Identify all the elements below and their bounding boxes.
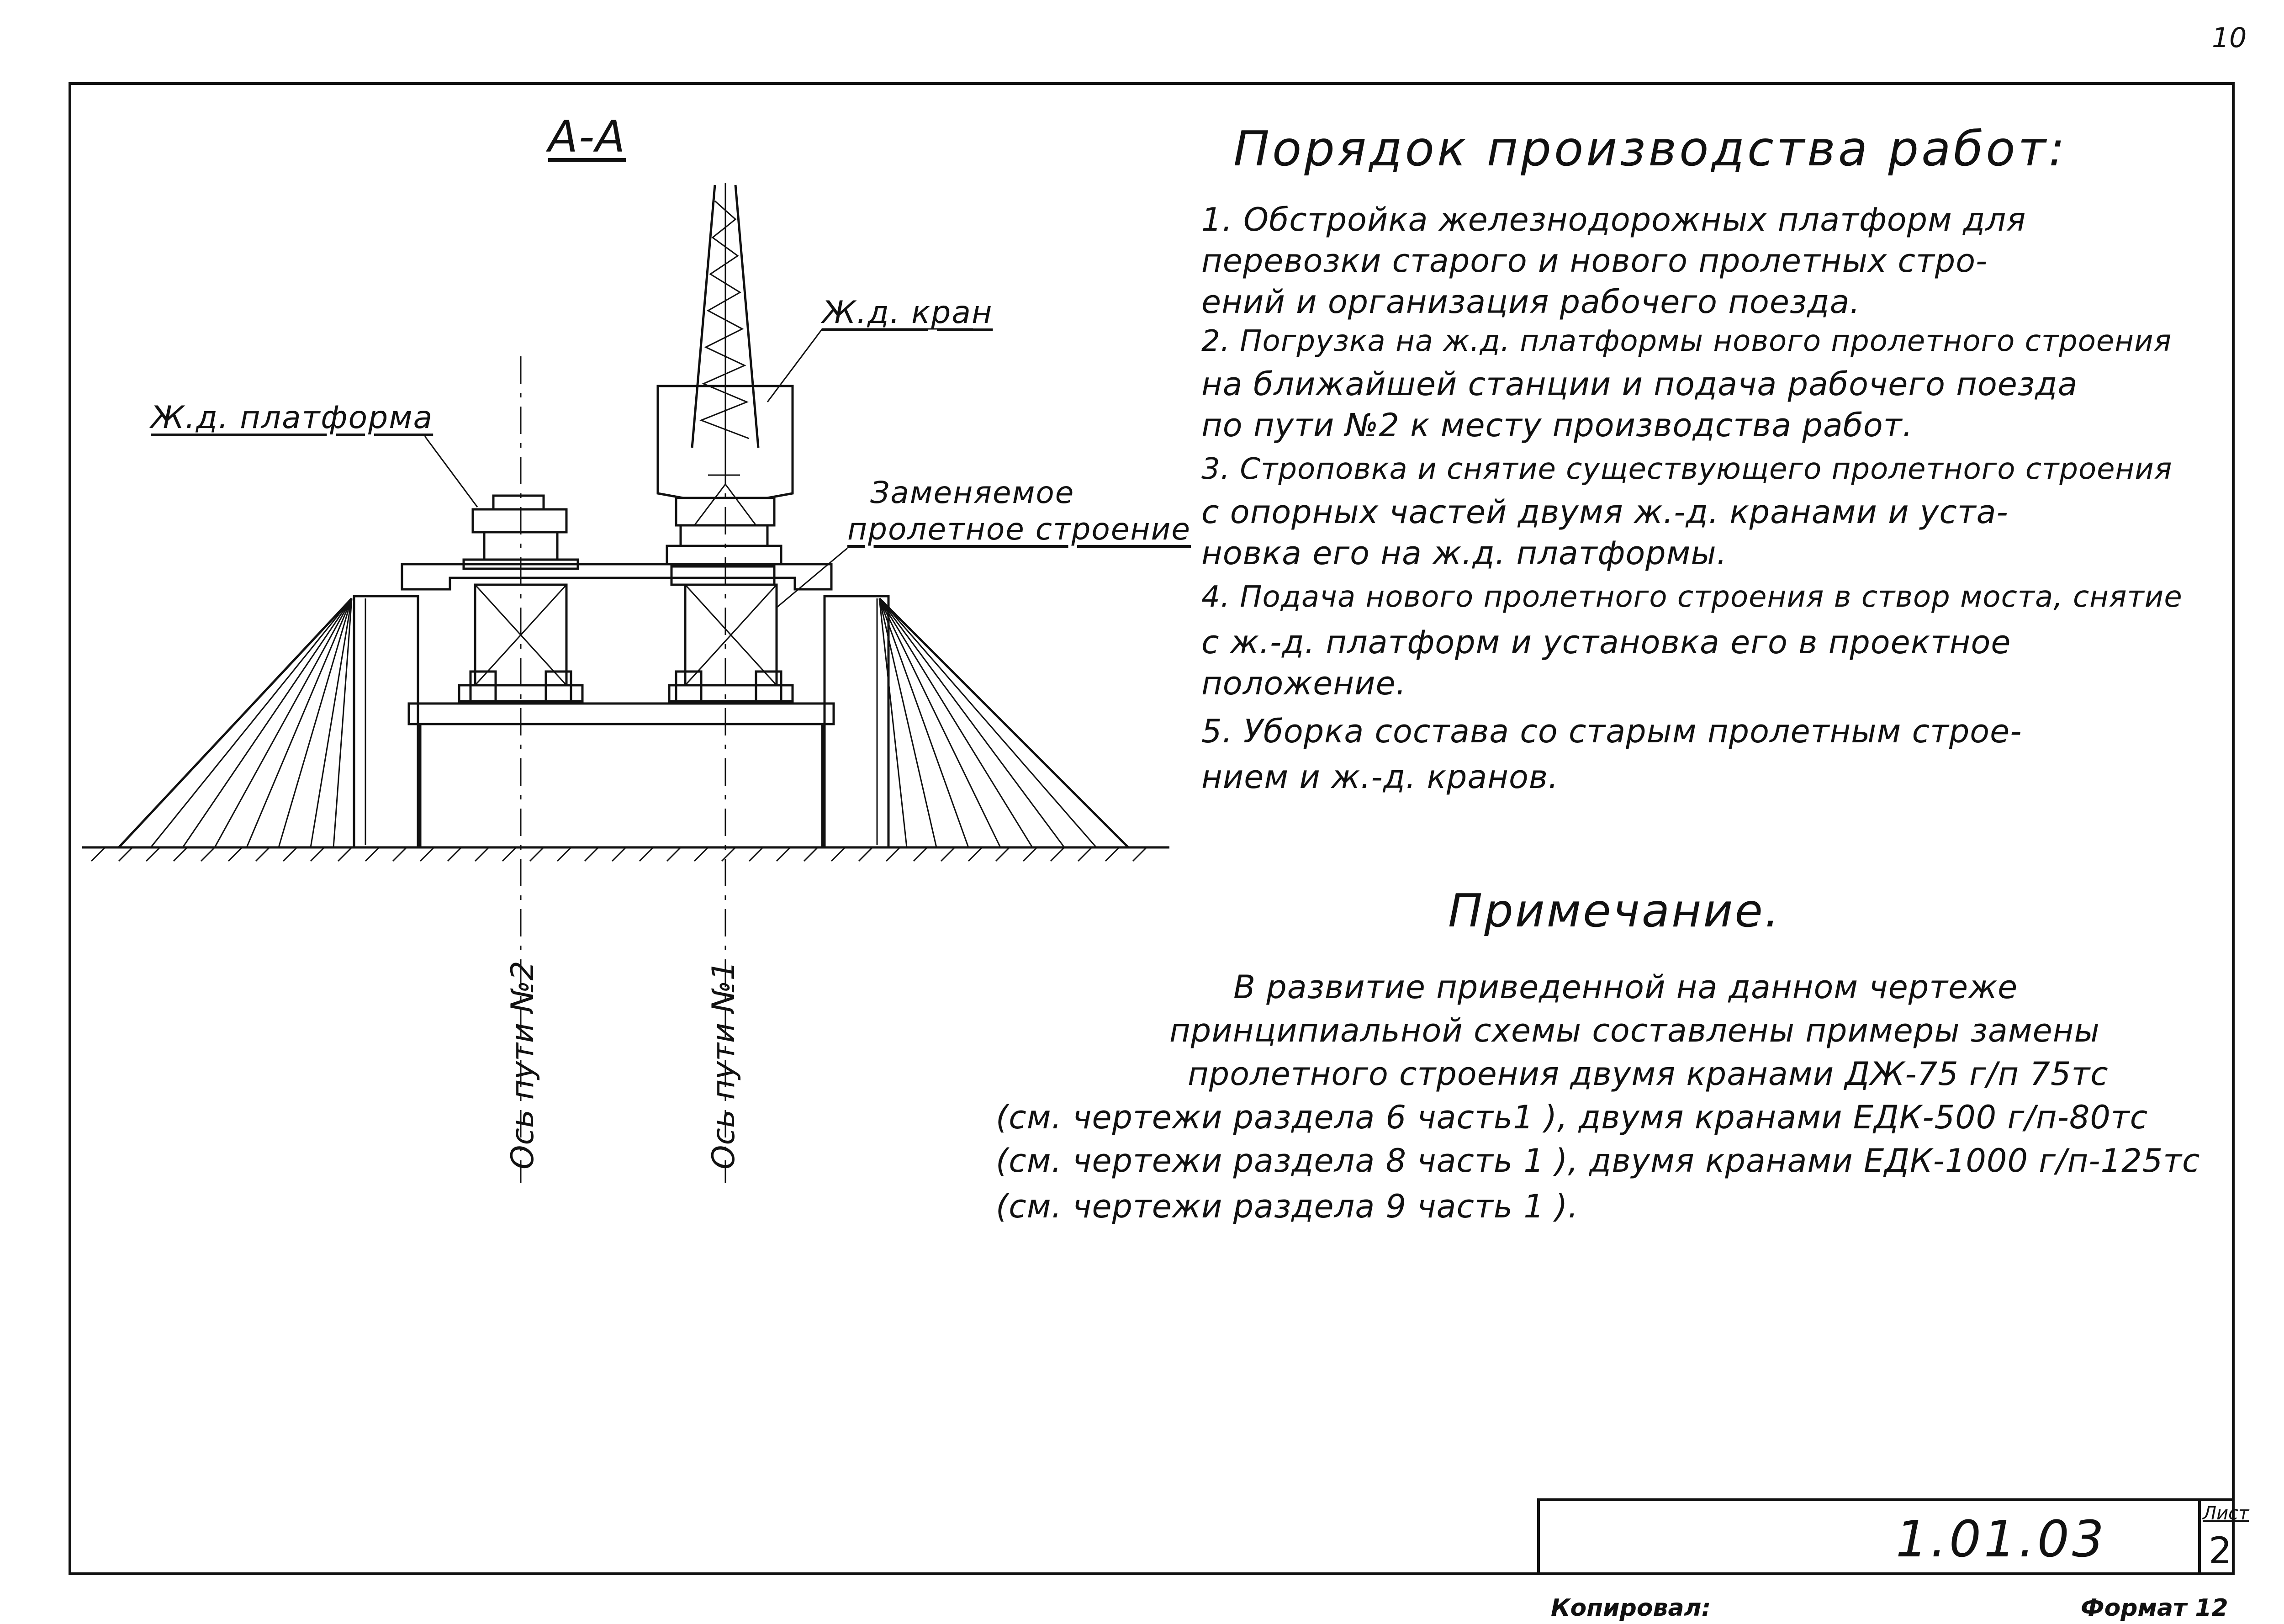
note-line: (см. чертежи раздела 9 часть 1 ).: [996, 1188, 1579, 1225]
span-leader: [776, 547, 848, 608]
works-line: 1. Обстройка железнодорожных платформ дл…: [1201, 201, 2026, 238]
note-line: (см. чертежи раздела 8 часть 1 ), двумя …: [996, 1142, 2200, 1180]
works-line: по пути №2 к месту производства работ.: [1201, 407, 1913, 444]
span-deck: [401, 563, 833, 591]
right-abutment: [823, 595, 890, 849]
platform-beam: [407, 702, 835, 725]
platform-load: [471, 508, 568, 534]
works-line: перевозки старого и нового пролетных стр…: [1201, 242, 1988, 280]
section-title: А-А: [548, 112, 626, 162]
note-line: принципиальной схемы составлены примеры …: [1169, 1012, 2100, 1049]
note-title: Примечание.: [1448, 884, 1781, 937]
span-label-line2: пролетное строение: [847, 512, 1191, 547]
format-label: Формат 12: [2081, 1594, 2228, 1622]
page-number: 10: [2212, 22, 2247, 54]
note-line: пролетного строения двумя кранами ДЖ-75 …: [1188, 1055, 2109, 1093]
works-order-title: Порядок производства работ:: [1233, 121, 2068, 177]
platform-label: Ж.д. платформа: [151, 400, 434, 436]
works-line: 2. Погрузка на ж.д. платформы нового про…: [1201, 324, 2172, 358]
copied-by-label: Копировал:: [1551, 1594, 1711, 1622]
works-line: 3. Строповка и снятие существующего прол…: [1201, 452, 2173, 486]
sheet-label: Лист: [2203, 1503, 2249, 1524]
note-line: (см. чертежи раздела 6 часть1 ), двумя к…: [996, 1099, 2148, 1136]
right-embankment: [878, 598, 1129, 848]
span-label-line1: Заменяемое: [870, 475, 1075, 510]
platform-leader: [424, 436, 478, 508]
works-line: ений и организация рабочего поезда.: [1201, 283, 1861, 321]
title-block: [1537, 1498, 2235, 1575]
crane-leader: [767, 328, 823, 402]
ground-hatching: [90, 846, 1147, 862]
left-embankment: [118, 598, 353, 848]
crane-label: Ж.д. кран: [822, 295, 993, 331]
works-line: 5. Уборка состава со старым пролетным ст…: [1201, 713, 2022, 750]
drawing-code: 1.01.03: [1896, 1510, 2107, 1568]
works-line: положение.: [1201, 665, 1406, 702]
track2-axis-label: Ось пути №2: [505, 961, 541, 1169]
works-line: с опорных частей двумя ж.-д. кранами и у…: [1201, 493, 2009, 531]
works-line: с ж.-д. платформ и установка его в проек…: [1201, 624, 2011, 661]
sheet-number: 2: [2209, 1529, 2232, 1572]
note-line: В развитие приведенной на данном чертеже: [1233, 968, 2018, 1006]
works-line: новка его на ж.д. платформы.: [1201, 534, 1727, 572]
works-line: нием и ж.-д. кранов.: [1201, 758, 1559, 796]
track1-axis-label: Ось пути №1: [706, 961, 742, 1169]
sheet-cell: [2198, 1498, 2235, 1575]
works-line: на ближайшей станции и подача рабочего п…: [1201, 365, 2078, 403]
drawing-frame: [69, 82, 2235, 1575]
left-abutment: [353, 595, 419, 849]
works-line: 4. Подача нового пролетного строения в с…: [1201, 580, 2183, 614]
